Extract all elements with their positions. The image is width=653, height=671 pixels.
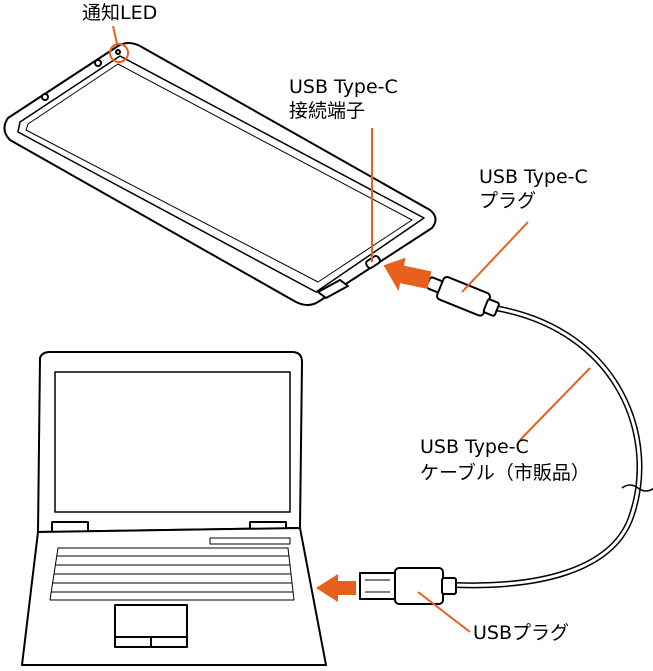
- insert-arrow-phone: [383, 257, 432, 292]
- label-usb-c-cable-line1: USB Type-C: [420, 436, 529, 458]
- notification-led: [115, 49, 121, 55]
- label-notification-led: 通知LED: [82, 2, 158, 24]
- usb-c-plug: [425, 276, 500, 317]
- label-usb-c-port-line2: 接続端子: [289, 100, 366, 122]
- usb-a-plug: [359, 567, 457, 605]
- label-usb-plug: USBプラグ: [473, 622, 570, 644]
- label-usb-c-cable-line2: ケーブル（市販品）: [420, 462, 590, 484]
- insert-arrow-laptop: [316, 574, 356, 602]
- label-usb-c-port-line1: USB Type-C: [289, 76, 398, 98]
- label-usb-c-plug-line1: USB Type-C: [479, 166, 588, 188]
- keyboard: [49, 547, 295, 601]
- laptop: [21, 351, 327, 666]
- smartphone: [3, 42, 437, 306]
- label-usb-c-plug-line2: プラグ: [479, 190, 537, 212]
